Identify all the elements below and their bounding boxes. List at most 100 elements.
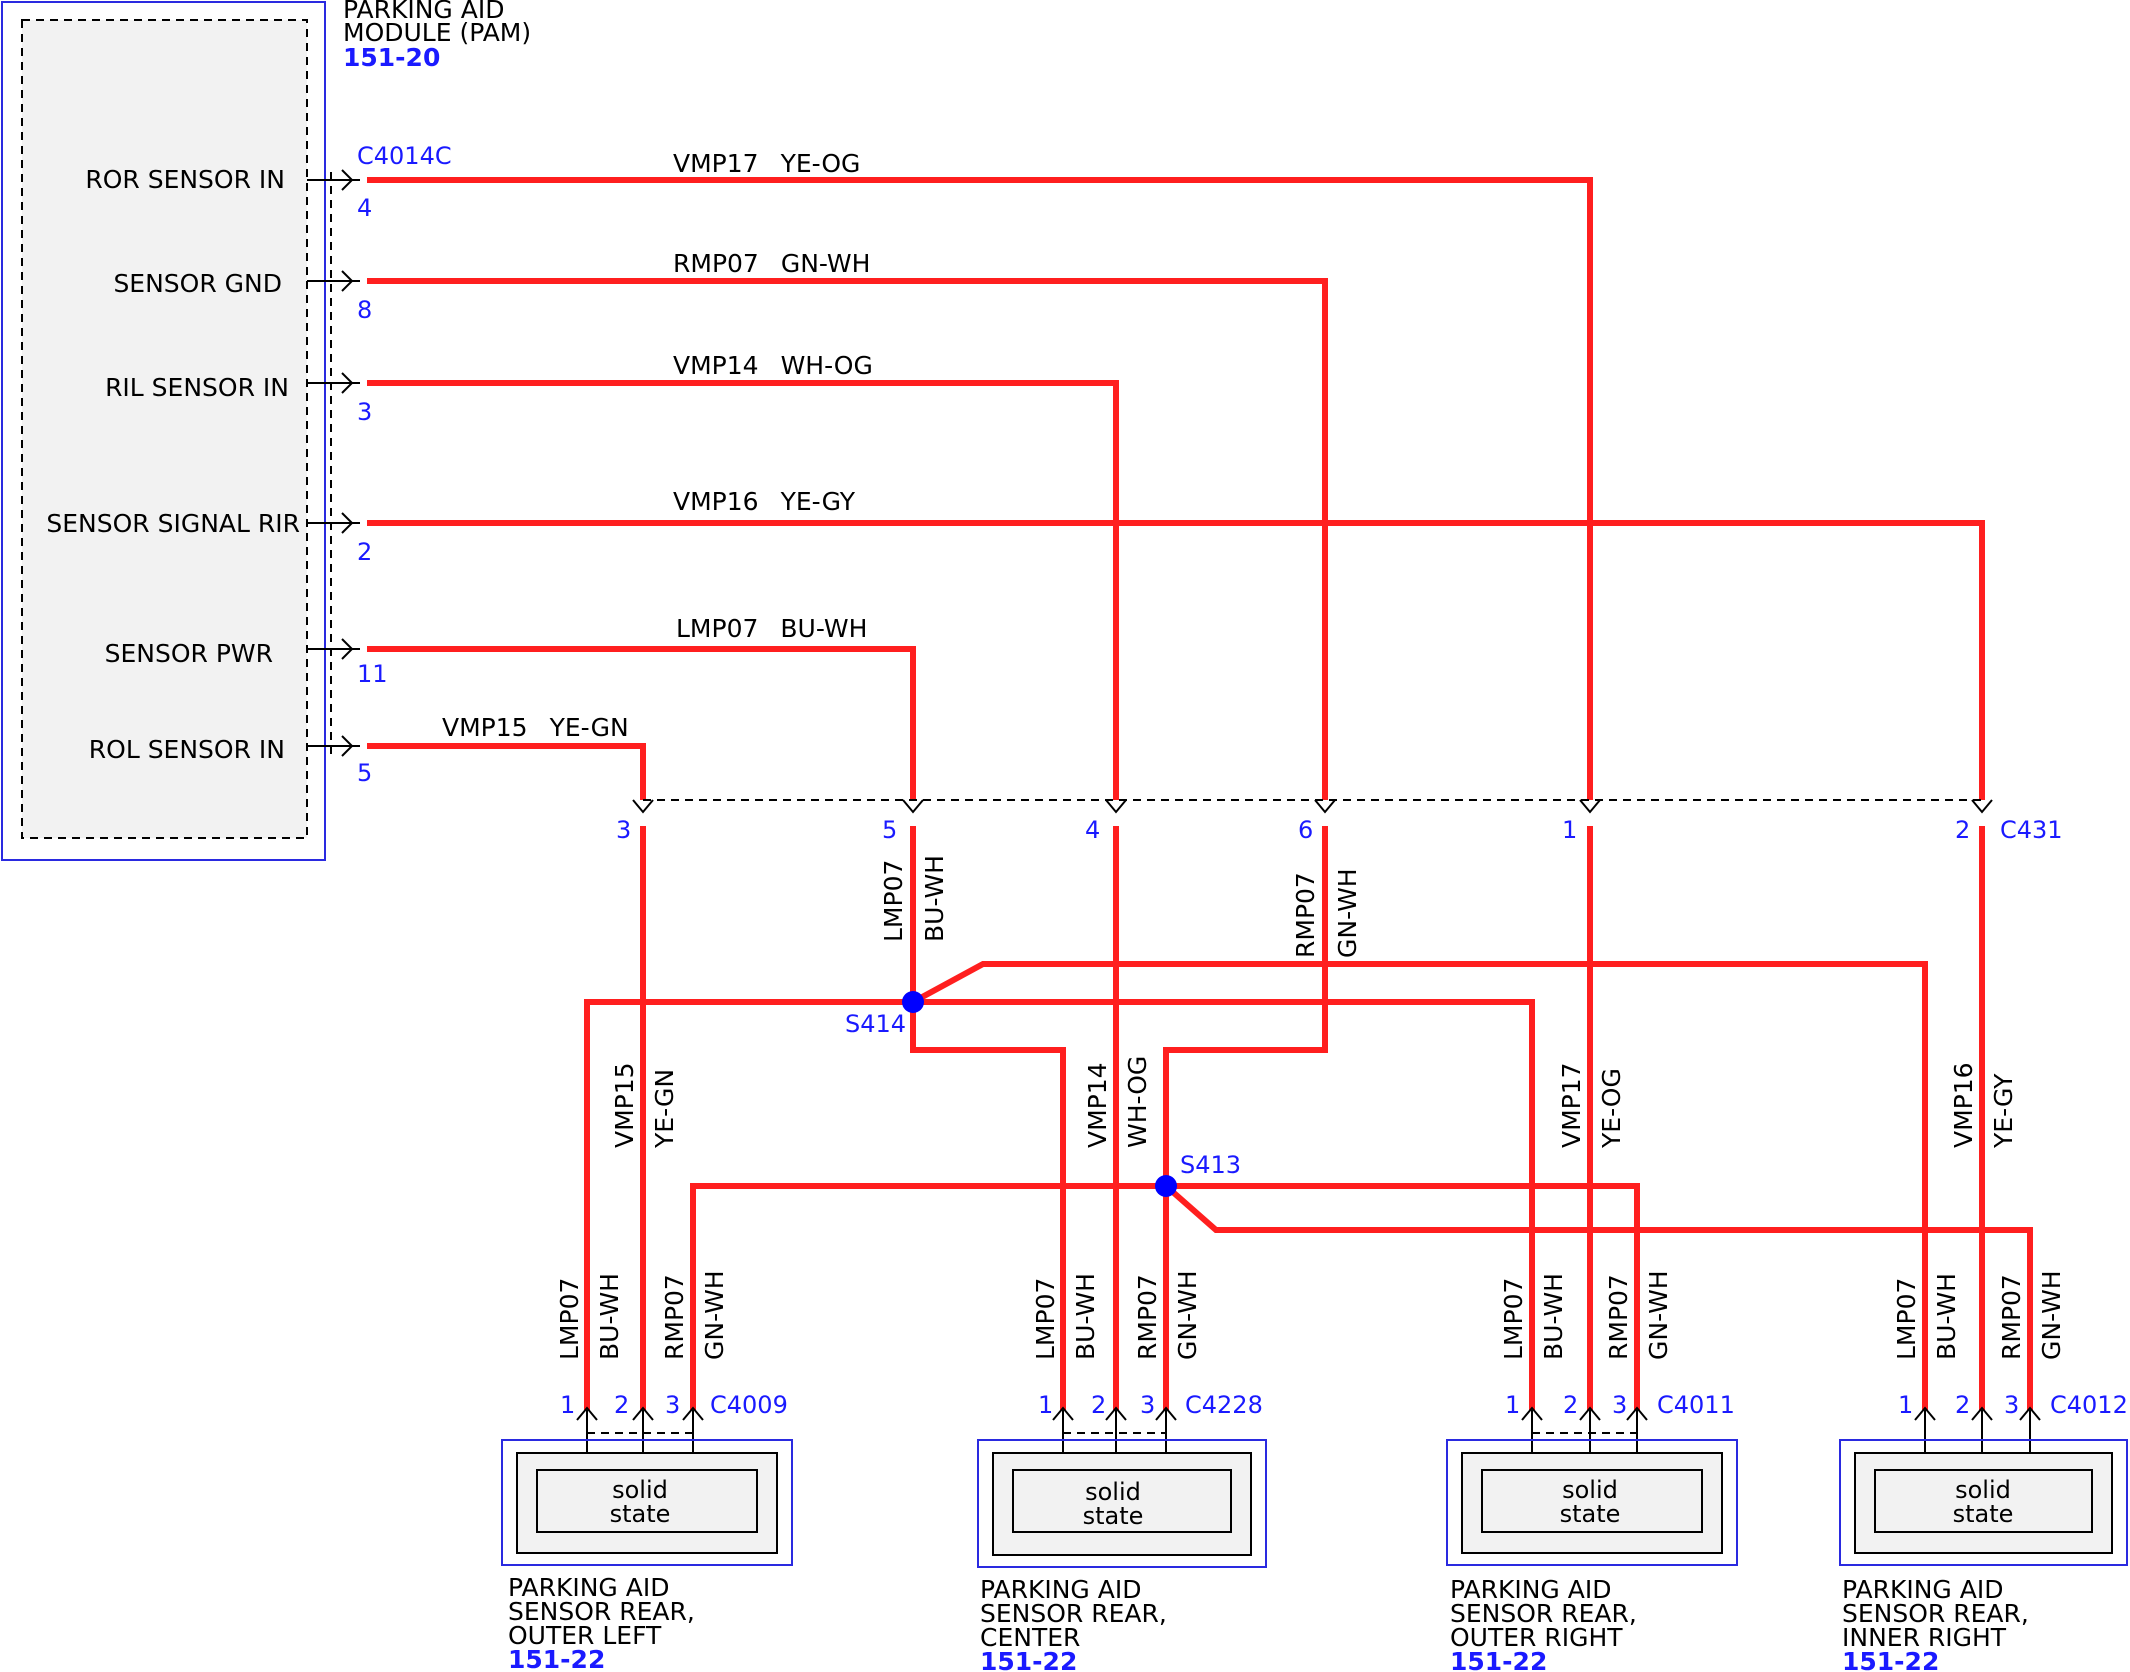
wire-vmp14: [367, 380, 1119, 800]
svg-text:RMP07: RMP07: [1133, 1274, 1162, 1360]
splice-s414-label: S414: [845, 1010, 906, 1038]
module-outline: [1, 1, 326, 861]
c4011-pin-2: 2: [1563, 1391, 1578, 1419]
svg-text:YE-GY: YE-GY: [1989, 1073, 2018, 1149]
c4012-name-line-1: PARKING AID: [1842, 1575, 2003, 1604]
vertical-label-vmp14: VMP14: [1083, 1062, 1112, 1148]
wire-vmp15: [367, 743, 646, 800]
svg-text:BU-WH: BU-WH: [1071, 1273, 1100, 1360]
c4009-name-line-2: SENSOR REAR,: [508, 1597, 695, 1626]
c4011-name-line-2: SENSOR REAR,: [1450, 1599, 1637, 1628]
c431-pin-5: 5: [882, 816, 897, 844]
pin-label-sensor-gnd: SENSOR GND: [113, 269, 282, 298]
c4009-body-line-1: solid: [612, 1476, 668, 1504]
svg-text:RMP07: RMP07: [660, 1274, 689, 1360]
c4012-lead-labels: LMP07 BU-WH RMP07 GN-WH: [1892, 1270, 2066, 1360]
c431-pin-2: 2: [1955, 816, 1970, 844]
c4011-name-line-3: OUTER RIGHT: [1450, 1623, 1623, 1652]
c4009-name: C4009: [710, 1391, 788, 1419]
c4009-name-line-3: OUTER LEFT: [508, 1621, 662, 1650]
pin-number-ril: 3: [357, 398, 372, 426]
svg-text:RMP07: RMP07: [1997, 1274, 2026, 1360]
pin-number-sensor-signal-rir: 2: [357, 538, 372, 566]
splice-s413: [1155, 1175, 1177, 1197]
c4011-pin-3: 3: [1612, 1391, 1627, 1419]
c4011-ref: 151-22: [1450, 1647, 1547, 1672]
c431-pin-6: 6: [1298, 816, 1313, 844]
svg-text:VMP14: VMP14: [1083, 1062, 1112, 1148]
c4012-name-line-3: INNER RIGHT: [1842, 1623, 2007, 1652]
pin-number-sensor-pwr: 11: [357, 660, 388, 688]
c431-pin-4: 4: [1085, 816, 1100, 844]
pin-label-sensor-signal-rir: SENSOR SIGNAL RIR: [46, 509, 300, 538]
svg-text:YE-GN: YE-GN: [650, 1069, 679, 1149]
wire-s414-to-c4011: [913, 999, 1535, 1410]
vertical-color-vmp16: YE-GY: [1989, 1073, 2018, 1149]
c4009-name-line-1: PARKING AID: [508, 1573, 669, 1602]
c4009-body-line-2: state: [610, 1500, 671, 1528]
svg-text:GN-WH: GN-WH: [700, 1270, 729, 1360]
svg-text:BU-WH: BU-WH: [1932, 1273, 1961, 1360]
c4012-body-line-2: state: [1953, 1500, 2014, 1528]
c4012-name-line-2: SENSOR REAR,: [1842, 1599, 2029, 1628]
svg-text:YE-OG: YE-OG: [1597, 1068, 1626, 1149]
wire-s414-to-c4012: [911, 961, 1928, 1410]
c431-pin-3: 3: [616, 816, 631, 844]
pin-label-rol: ROL SENSOR IN: [89, 735, 285, 764]
svg-text:GN-WH: GN-WH: [1333, 868, 1362, 958]
c4228-pin-1: 1: [1038, 1391, 1053, 1419]
vertical-color-vmp17: YE-OG: [1597, 1068, 1626, 1149]
c4009-pin-1: 1: [560, 1391, 575, 1419]
c4009-pin-3: 3: [665, 1391, 680, 1419]
c4011-body-line-2: state: [1560, 1500, 1621, 1528]
wire-rmp07-lower: [1163, 826, 1328, 1186]
c4228-ref: 151-22: [980, 1647, 1077, 1672]
module-connector-name: C4014C: [357, 142, 452, 170]
module-name-line-1: PARKING AID: [343, 0, 504, 24]
c4228-body-line-2: state: [1083, 1502, 1144, 1530]
svg-text:GN-WH: GN-WH: [1644, 1270, 1673, 1360]
vertical-color-vmp14: WH-OG: [1123, 1056, 1152, 1148]
c4012-pin-2: 2: [1955, 1391, 1970, 1419]
pin-label-ril: RIL SENSOR IN: [105, 373, 289, 402]
svg-text:GN-WH: GN-WH: [2037, 1270, 2066, 1360]
c4012-ref: 151-22: [1842, 1647, 1939, 1672]
c431-pin-1: 1: [1562, 816, 1577, 844]
c4011-pin-1: 1: [1505, 1391, 1520, 1419]
pin-label-sensor-pwr: SENSOR PWR: [105, 639, 273, 668]
c4228-pin-2: 2: [1091, 1391, 1106, 1419]
vertical-label-vmp15: VMP15: [610, 1062, 639, 1148]
c4009-lead-labels: LMP07 BU-WH RMP07 GN-WH: [555, 1270, 729, 1360]
wire-s414-to-c4228: [910, 1002, 1066, 1410]
svg-text:LMP07: LMP07: [555, 1278, 584, 1360]
c4228-name-line-2: SENSOR REAR,: [980, 1599, 1167, 1628]
pin-number-ror: 4: [357, 194, 372, 222]
sensor-center: 1 2 3 C4228 solid state PARKING AID SENS…: [977, 1391, 1267, 1672]
c4228-lead-labels: LMP07 BU-WH RMP07 GN-WH: [1031, 1270, 1202, 1360]
svg-text:LMP07: LMP07: [879, 860, 908, 942]
c4011-lead-labels: LMP07 BU-WH RMP07 GN-WH: [1499, 1270, 1673, 1360]
svg-text:WH-OG: WH-OG: [1123, 1056, 1152, 1148]
module-pin-arrows: [307, 169, 360, 757]
sensor-outer-left: 1 2 3 C4009 solid state PARKING AID SENS…: [501, 1391, 793, 1672]
svg-text:BU-WH: BU-WH: [1539, 1273, 1568, 1360]
svg-text:RMP07: RMP07: [1604, 1274, 1633, 1360]
vertical-label-vmp17: VMP17: [1557, 1062, 1586, 1148]
vertical-label-rmp07-upper: RMP07: [1291, 872, 1320, 958]
wire-s413-to-c4011: [1166, 1183, 1640, 1410]
c4012-name: C4012: [2050, 1391, 2128, 1419]
svg-text:LMP07: LMP07: [1892, 1278, 1921, 1360]
vertical-color-lmp07-upper: BU-WH: [920, 855, 949, 942]
wire-rmp07: [367, 278, 1328, 800]
c4009-pin-2: 2: [614, 1391, 629, 1419]
c4009-ref: 151-22: [508, 1645, 605, 1672]
sensor-inner-right: 1 2 3 C4012 solid state PARKING AID SENS…: [1839, 1391, 2128, 1672]
c4011-name-line-1: PARKING AID: [1450, 1575, 1611, 1604]
svg-text:LMP07: LMP07: [1031, 1278, 1060, 1360]
wire-lmp07: [367, 646, 916, 800]
